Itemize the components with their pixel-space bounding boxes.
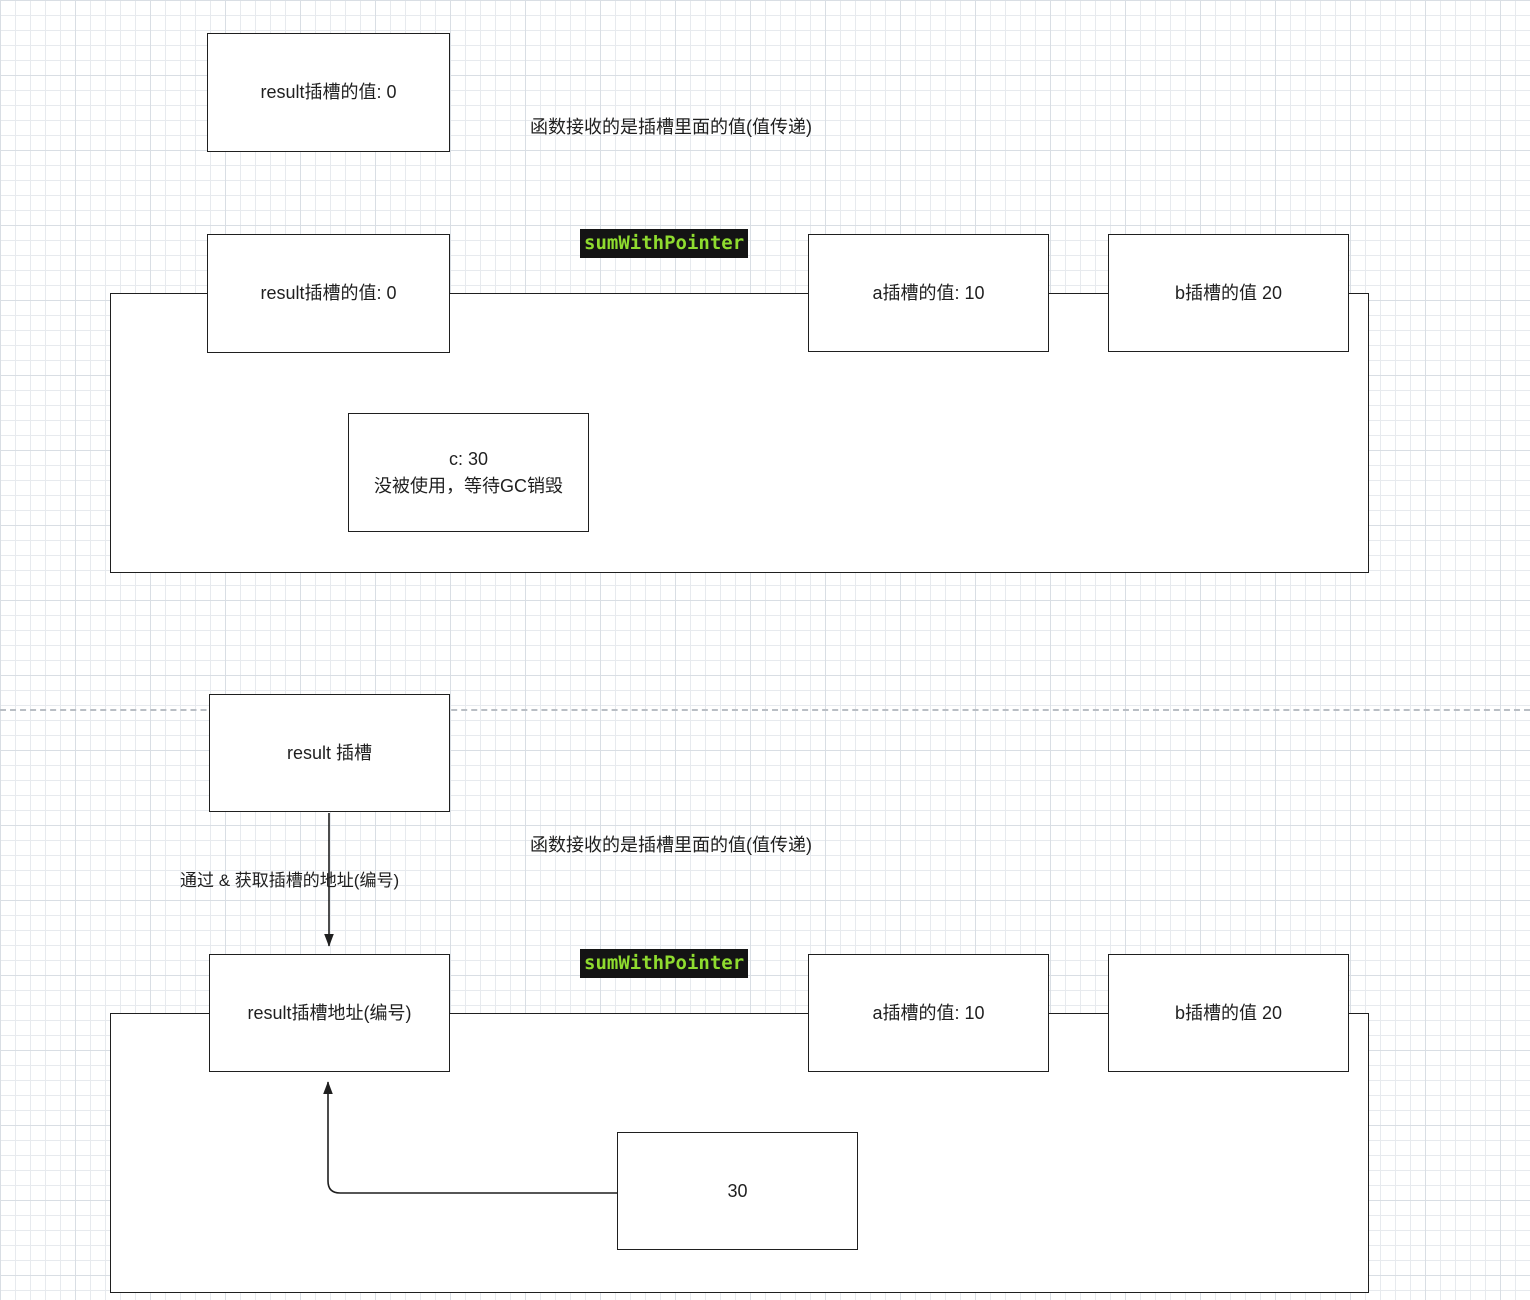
bottom-result-address-label: result插槽地址(编号) bbox=[247, 1002, 412, 1023]
top-c-slot-value: c: 30 bbox=[448, 448, 489, 469]
bottom-b-slot-box: b插槽的值 20 bbox=[1108, 954, 1349, 1072]
top-result-slot-box: result插槽的值: 0 bbox=[207, 33, 450, 152]
bottom-result-slot-label: result 插槽 bbox=[286, 742, 373, 763]
address-of-arrow-label: 通过 & 获取插槽的地址(编号) bbox=[180, 871, 400, 890]
section-divider-dashed-line bbox=[0, 709, 1530, 711]
bottom-result-address-box: result插槽地址(编号) bbox=[209, 954, 450, 1072]
top-c-slot-note: 没被使用，等待GC销毁 bbox=[374, 475, 563, 496]
top-b-slot-label: b插槽的值 20 bbox=[1174, 282, 1283, 303]
top-result-param-label: result插槽的值: 0 bbox=[260, 283, 397, 303]
bottom-value-30-box: 30 bbox=[617, 1132, 858, 1250]
bottom-result-slot-box: result 插槽 bbox=[209, 694, 450, 812]
bottom-a-slot-label: a插槽的值: 10 bbox=[872, 1002, 985, 1023]
top-c-slot-box: c: 30 没被使用，等待GC销毁 bbox=[348, 413, 589, 532]
top-a-slot-label: a插槽的值: 10 bbox=[872, 282, 985, 303]
top-b-slot-box: b插槽的值 20 bbox=[1108, 234, 1349, 352]
bottom-function-name-label: sumWithPointer bbox=[580, 949, 749, 978]
bottom-b-slot-label: b插槽的值 20 bbox=[1174, 1002, 1283, 1023]
top-function-name-label: sumWithPointer bbox=[580, 229, 749, 258]
bottom-a-slot-box: a插槽的值: 10 bbox=[808, 954, 1049, 1072]
top-c-slot-content: c: 30 没被使用，等待GC销毁 bbox=[359, 446, 578, 500]
bottom-caption: 函数接收的是插槽里面的值(值传递) bbox=[530, 835, 812, 855]
top-a-slot-box: a插槽的值: 10 bbox=[808, 234, 1049, 352]
top-result-slot-label: result插槽的值: 0 bbox=[260, 82, 397, 102]
top-caption: 函数接收的是插槽里面的值(值传递) bbox=[530, 117, 812, 137]
top-result-param-box: result插槽的值: 0 bbox=[207, 234, 450, 353]
bottom-value-30-label: 30 bbox=[727, 1180, 748, 1201]
